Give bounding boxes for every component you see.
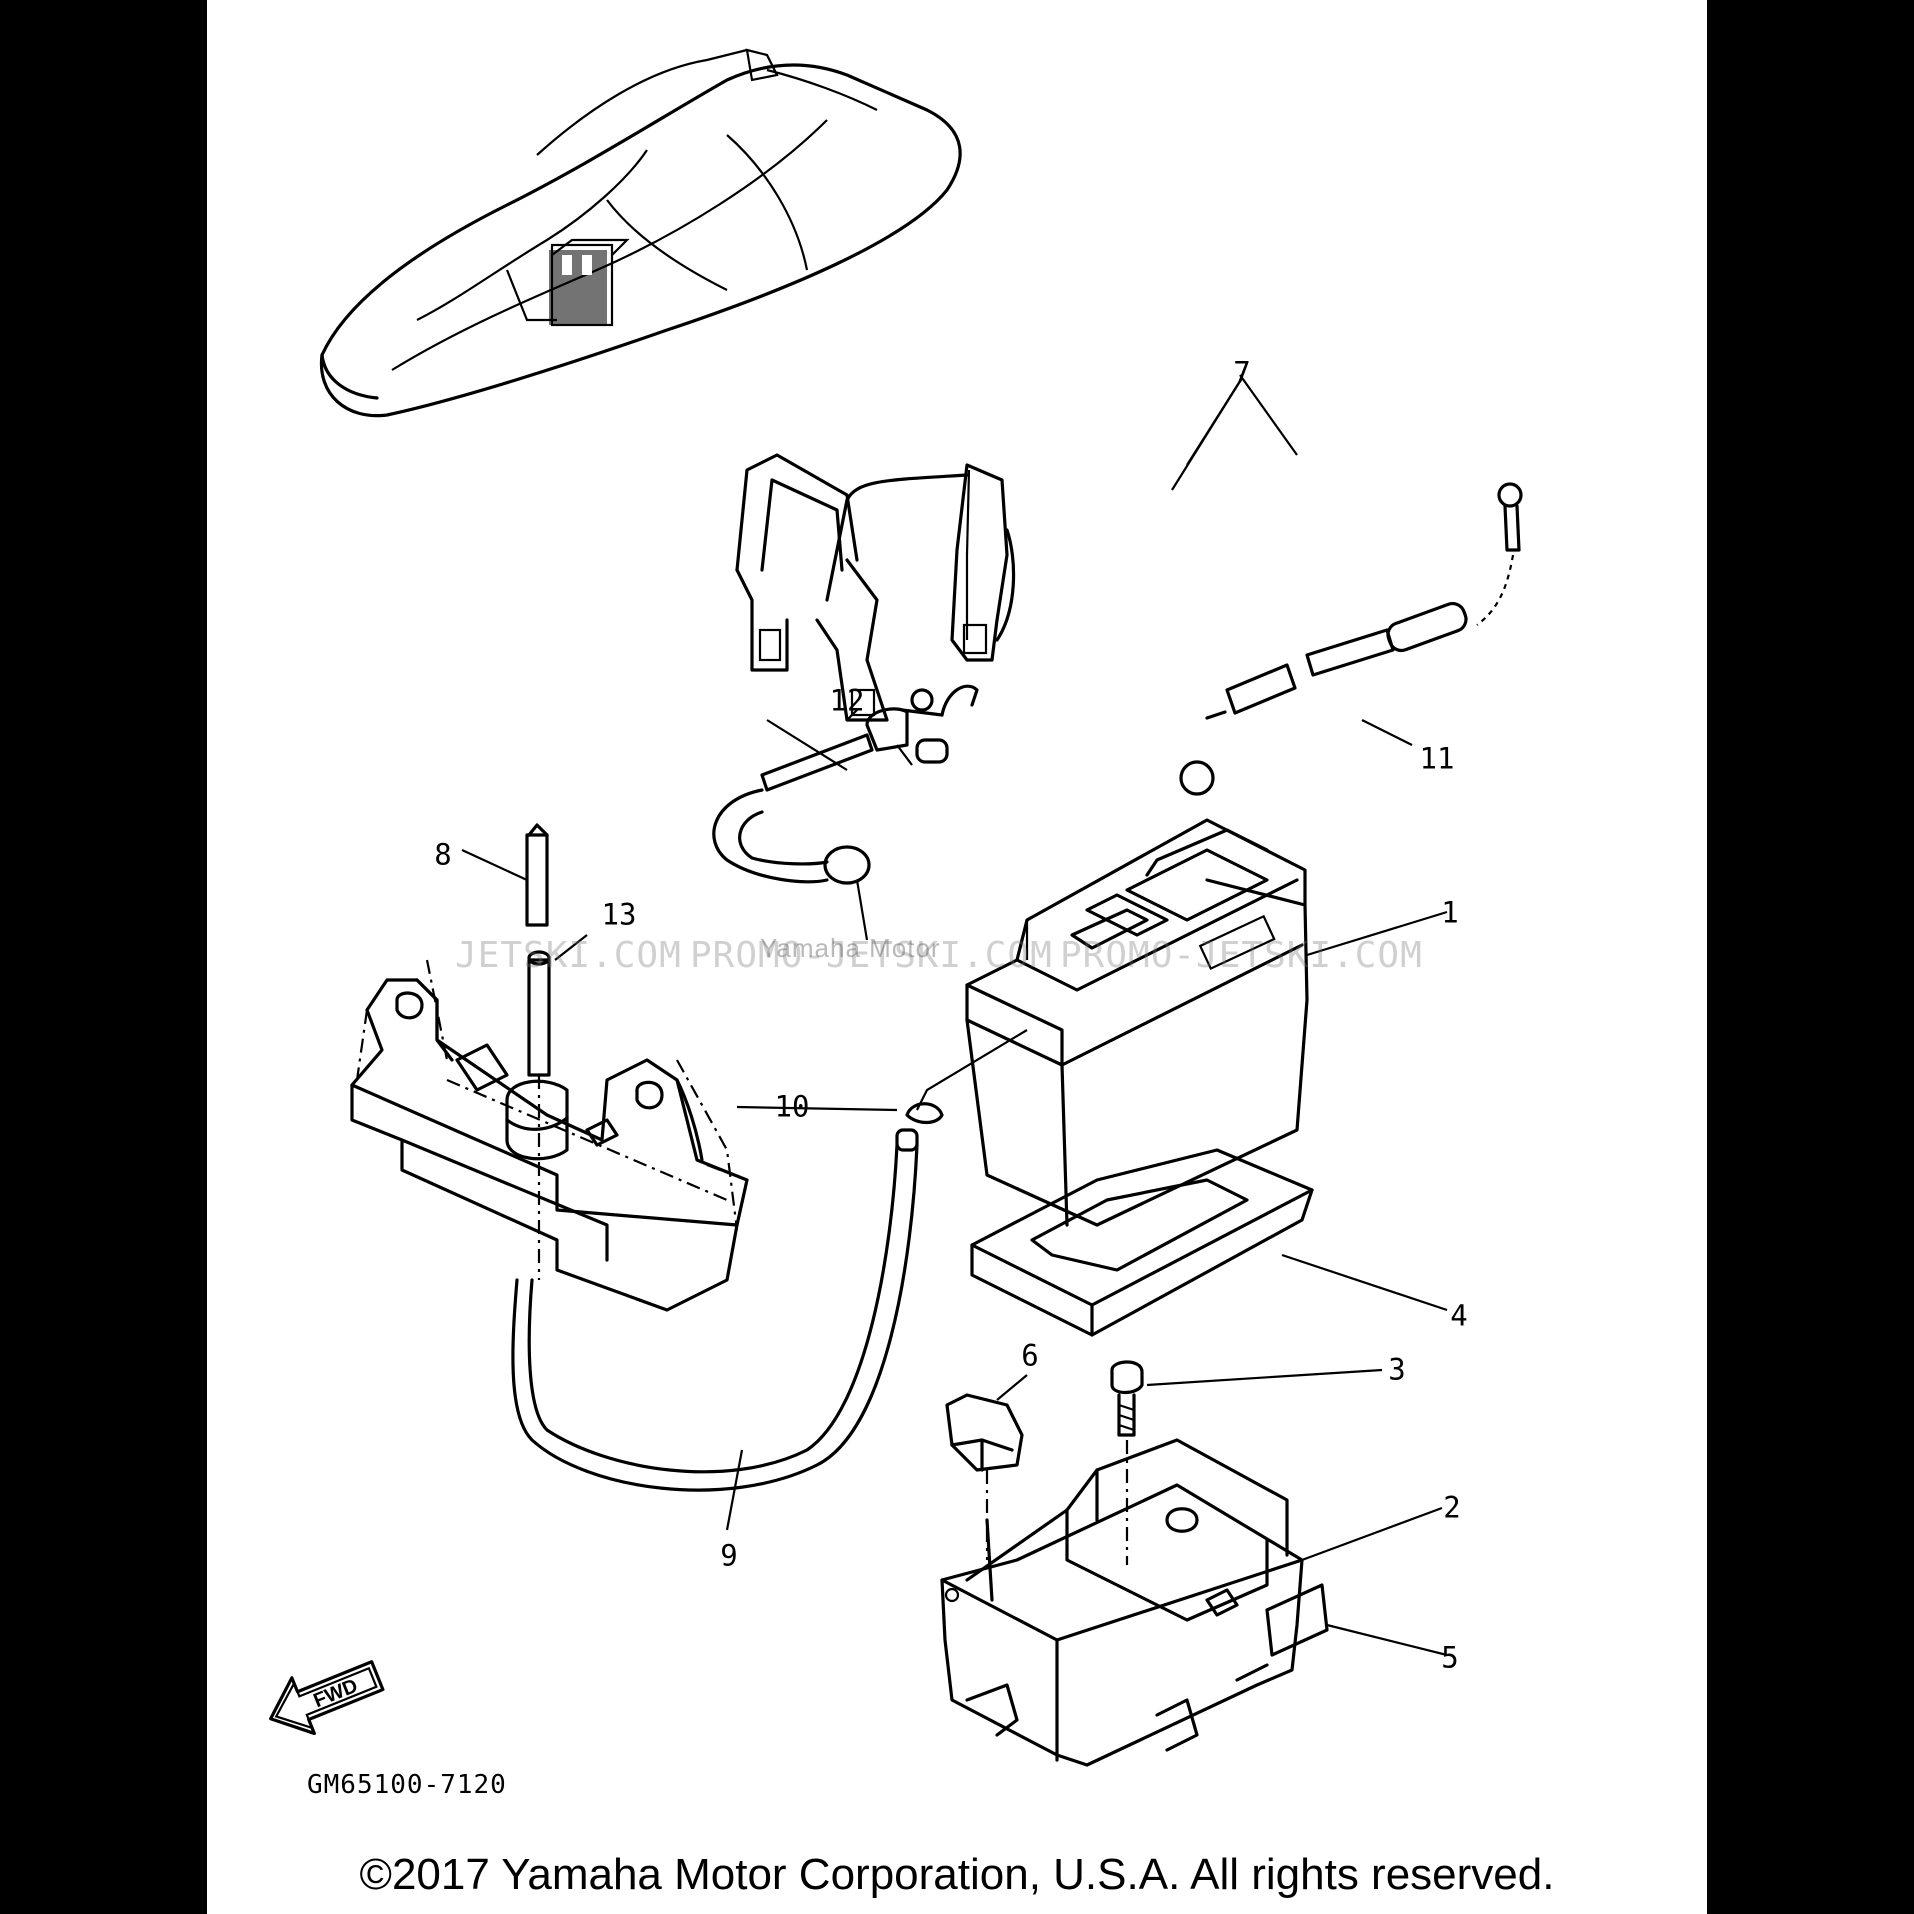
- vent-tube: [511, 1029, 1028, 1492]
- part-number-13: 13: [601, 897, 637, 932]
- bolt: [1110, 1360, 1144, 1565]
- part-number-4: 4: [1450, 1298, 1468, 1333]
- part-number-2: 2: [1443, 1490, 1461, 1525]
- part-number-3: 3: [1388, 1352, 1406, 1387]
- fwd-label: FWD: [310, 1675, 360, 1712]
- terminal-cover: [945, 1393, 1024, 1560]
- box-pad: [1265, 1583, 1329, 1657]
- parts-illustration: FWD: [269, 48, 1523, 1767]
- vent-fitting: [525, 823, 549, 927]
- part-number-10: 10: [774, 1089, 810, 1124]
- watercraft-overview: [319, 48, 962, 418]
- part-number-1: 1: [1441, 895, 1459, 930]
- watermark-right: PROMO-JETSKI.COM: [1060, 935, 1423, 976]
- diagram-sheet: FWD 1 2 3 4 5 6 7 8 9 10 11 12 13 GM6510…: [207, 0, 1707, 1914]
- diagram-code: GM65100-7120: [307, 1770, 507, 1800]
- part-number-7: 7: [1233, 355, 1251, 390]
- watermark-left: JETSKI.COM: [455, 935, 682, 976]
- negative-cable: [712, 684, 979, 941]
- battery-box: [940, 1438, 1304, 1767]
- part-number-9: 9: [720, 1538, 738, 1573]
- part-number-11: 11: [1419, 741, 1455, 776]
- battery-holder-bracket: [350, 950, 749, 1312]
- positive-cable: [1179, 482, 1523, 796]
- fwd-arrow-icon: FWD: [269, 1660, 385, 1736]
- part-number-5: 5: [1441, 1640, 1459, 1675]
- battery-straps: [735, 453, 1016, 722]
- leader-lines: [461, 374, 1448, 1657]
- part-number-8: 8: [434, 837, 452, 872]
- battery: [965, 818, 1309, 1227]
- watermark-middle: PROMO-JETSKI.COM: [690, 935, 1053, 976]
- part-number-6: 6: [1021, 1338, 1039, 1373]
- battery-mat: [970, 1148, 1314, 1337]
- copyright-notice: ©2017 Yamaha Motor Corporation, U.S.A. A…: [359, 1850, 1555, 1899]
- overview-battery-highlight: [549, 250, 607, 325]
- watermark-faint: Yamaha Motor: [760, 933, 941, 963]
- part-number-12: 12: [829, 683, 865, 718]
